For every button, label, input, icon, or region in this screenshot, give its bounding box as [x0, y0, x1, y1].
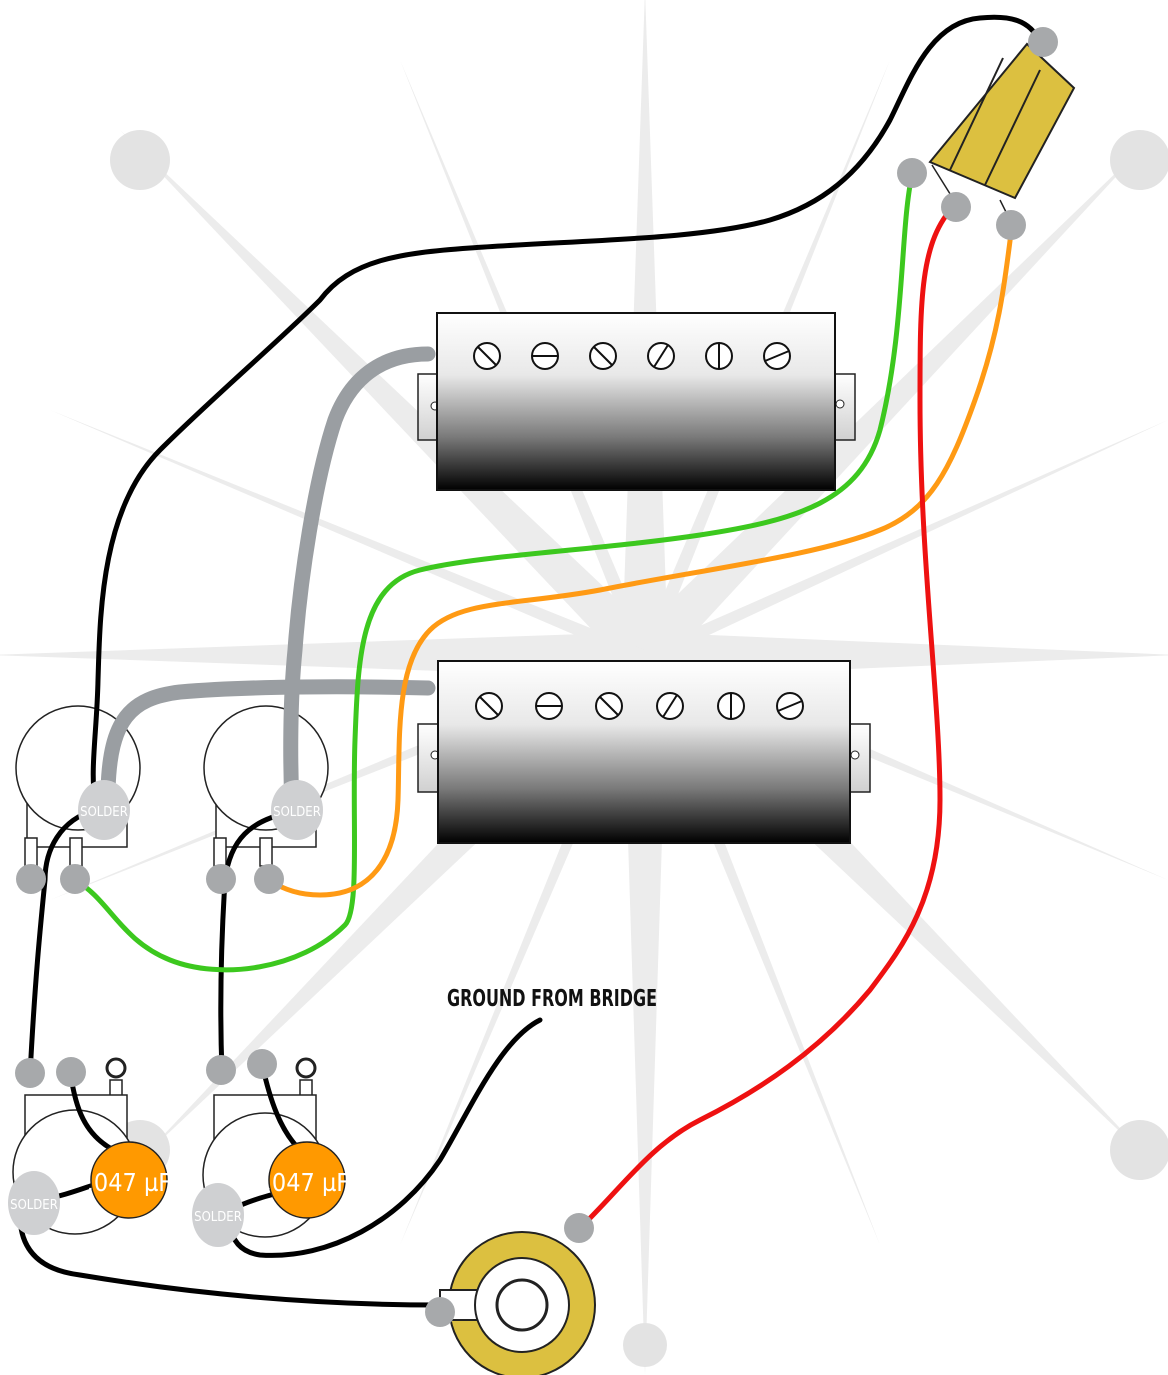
neck-humbucker	[417, 312, 856, 491]
neck-shield-wire	[283, 346, 436, 813]
switch-ground-wire	[90, 14, 1043, 803]
switch-terminal	[897, 158, 927, 188]
solder-spots: SOLDER SOLDER SOLDER SOLDER	[8, 780, 323, 1247]
jack-terminal	[564, 1213, 594, 1243]
solder-label: SOLDER	[10, 1198, 58, 1213]
pot-lug	[206, 1055, 236, 1085]
pot-lug	[247, 1049, 277, 1079]
pot-lug	[206, 864, 236, 894]
pot-to-jack-ground	[17, 1212, 443, 1308]
pot-lug	[56, 1057, 86, 1087]
pot-lug	[254, 864, 284, 894]
background-compass-tips	[110, 130, 1168, 1367]
pot-lug	[15, 1058, 45, 1088]
output-jack	[439, 1231, 596, 1375]
capacitor-label: .047 µF	[265, 1168, 349, 1197]
pole-screws	[473, 342, 791, 370]
tone-capacitor-neck	[90, 1141, 168, 1219]
pole-screws	[475, 692, 804, 720]
pot-lug	[16, 864, 46, 894]
bridge-humbucker	[417, 660, 871, 844]
switch-terminal	[941, 192, 971, 222]
switch-terminal	[996, 210, 1026, 240]
capacitor-label: .047 µF	[87, 1168, 171, 1197]
bridge-ground-wire	[227, 1017, 543, 1258]
capacitors: .047 µF .047 µF	[87, 1141, 349, 1219]
terminals	[15, 27, 1058, 1327]
jack-terminal	[425, 1297, 455, 1327]
tone-capacitor-bridge	[268, 1141, 346, 1219]
neck-hot-wire	[72, 172, 915, 973]
solder-label: SOLDER	[194, 1210, 242, 1225]
ground-from-bridge-label: GROUND FROM BRIDGE	[447, 986, 657, 1012]
bridge-hot-wire	[265, 222, 1015, 898]
switch-terminal	[1028, 27, 1058, 57]
toggle-switch	[928, 42, 1076, 225]
solder-label: SOLDER	[80, 805, 128, 820]
pot-lug	[60, 864, 90, 894]
output-hot-wire	[577, 202, 958, 1231]
vol2-ground-jumper	[218, 809, 295, 1075]
vol1-ground-jumper	[27, 807, 98, 1078]
solder-label: SOLDER	[273, 805, 321, 820]
